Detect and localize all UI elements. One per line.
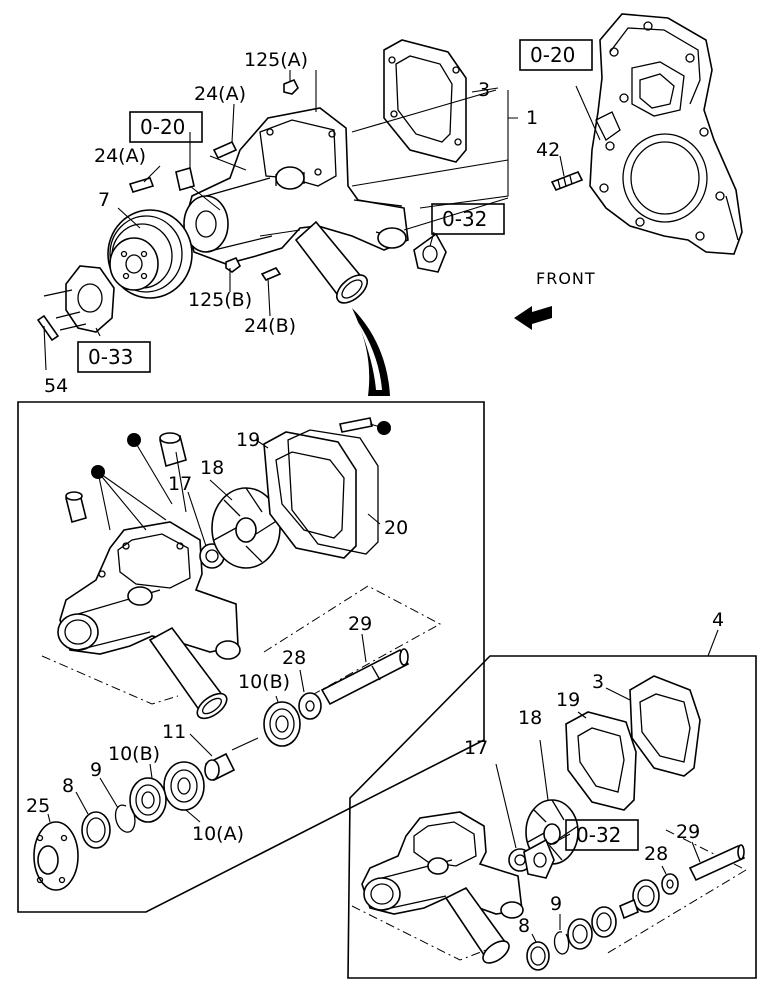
kit-pump-body <box>361 811 524 919</box>
pulley-7 <box>107 209 193 299</box>
shaft-29-detail <box>320 648 410 706</box>
bolt-24a-top <box>212 140 238 160</box>
kit-centerline <box>351 829 747 961</box>
part-label-3-kit: 3 <box>592 671 604 693</box>
part-label-125b: 125(B) <box>188 289 252 311</box>
part-label-18-kit: 18 <box>518 707 542 729</box>
part-label-1: 1 <box>526 107 538 129</box>
gasket-3-top <box>383 39 467 163</box>
outlet-pipe <box>294 220 369 304</box>
plug-lower <box>65 491 87 523</box>
part-label-17-detail: 17 <box>168 473 192 495</box>
part-label-17-kit: 17 <box>464 737 488 759</box>
ref-text-0-32-upper: 0-32 <box>442 207 487 231</box>
bearing-10b-upper <box>263 701 301 747</box>
kit-outlet-pipe <box>444 886 510 964</box>
part-label-10b-lower: 10(B) <box>108 743 160 765</box>
kit-washer-28 <box>661 873 679 895</box>
clip-small <box>175 166 195 192</box>
part-label-19-kit: 19 <box>556 689 580 711</box>
part-label-9-kit: 9 <box>550 893 562 915</box>
plate-20-detail <box>287 429 379 555</box>
part-label-20: 20 <box>384 517 408 539</box>
kit-bearing-2 <box>591 906 617 938</box>
ref-text-0-33: 0-33 <box>88 345 133 369</box>
spacer-11 <box>204 752 236 782</box>
part-label-18-detail: 18 <box>200 457 224 479</box>
impeller-18-detail <box>211 487 281 569</box>
kit-leader-4 <box>707 629 719 657</box>
hub-flange <box>43 265 115 333</box>
bolt-24a-left <box>128 177 155 193</box>
part-label-28-detail: 28 <box>282 647 306 669</box>
part-label-29-detail: 29 <box>348 613 372 635</box>
part-label-4: 4 <box>712 609 724 631</box>
plug-upper <box>159 432 187 468</box>
detail-centerline <box>41 585 442 705</box>
kit-shaft-29 <box>688 844 746 882</box>
part-label-24a-left: 24(A) <box>94 145 146 167</box>
kit-bearing-1 <box>632 879 660 913</box>
part-label-8-kit: 8 <box>518 915 530 937</box>
bolt-42 <box>550 170 584 192</box>
detail-outlet-pipe <box>148 626 228 720</box>
ref-box-0-20-right <box>519 39 593 71</box>
kit-snap-ring-9 <box>553 931 570 955</box>
kit-spacer <box>619 898 639 920</box>
part-label-54: 54 <box>44 375 68 397</box>
ref-box-0-32-kit <box>565 819 639 851</box>
part-label-42: 42 <box>536 139 560 161</box>
washer-28-detail <box>298 692 322 720</box>
ref-box-0-20-left <box>129 111 203 143</box>
leader-lines-detail <box>47 423 385 823</box>
detail-pump-body <box>57 521 241 660</box>
water-pump-body <box>183 107 409 265</box>
bolt-54 <box>36 314 60 342</box>
snap-ring-9-detail <box>114 804 136 833</box>
bolt-24b <box>260 267 282 281</box>
gasket-0-32-upper <box>413 232 447 273</box>
gasket-19-detail <box>263 431 357 559</box>
screw-detail <box>339 417 373 433</box>
ref-text-0-20-left: 0-20 <box>140 115 185 139</box>
leader-lines-upper <box>43 70 601 371</box>
bearing-10a <box>163 761 205 811</box>
part-label-7: 7 <box>98 189 110 211</box>
part-label-9-detail: 9 <box>90 759 102 781</box>
part-label-19-detail: 19 <box>236 429 260 451</box>
part-label-8-detail: 8 <box>62 775 74 797</box>
flange-25 <box>33 821 79 891</box>
part-label-11: 11 <box>162 721 186 743</box>
front-arrow <box>514 306 552 330</box>
kit-gasket-3 <box>629 675 701 777</box>
part-label-24b: 24(B) <box>244 315 296 337</box>
ref-text-0-20-right: 0-20 <box>530 43 575 67</box>
kit-seal-8 <box>526 941 550 971</box>
timing-gear-case-cover <box>589 13 743 255</box>
part-label-29-kit: 29 <box>676 821 700 843</box>
ref-box-0-33 <box>77 341 151 373</box>
seal-8-detail <box>81 811 111 849</box>
front-label: FRONT <box>536 269 596 288</box>
part-label-25: 25 <box>26 795 50 817</box>
kit-frame <box>347 655 757 979</box>
part-label-24a-top: 24(A) <box>194 83 246 105</box>
ref-text-0-32-kit: 0-32 <box>576 823 621 847</box>
part-label-10a: 10(A) <box>192 823 244 845</box>
part-label-10b-upper: 10(B) <box>238 671 290 693</box>
part-label-125a: 125(A) <box>244 49 308 71</box>
kit-bearing-3 <box>567 918 593 950</box>
detail-callout-pointer <box>352 308 390 396</box>
kit-gasket-0-32 <box>523 838 555 879</box>
ref-box-0-32-upper <box>431 203 505 235</box>
nut-125a <box>283 78 299 95</box>
bearing-10b-lower <box>129 777 167 823</box>
part-label-3-top: 3 <box>478 79 490 101</box>
detail-frame <box>17 401 485 913</box>
kit-gasket-19 <box>565 711 637 811</box>
part-label-28-kit: 28 <box>644 843 668 865</box>
